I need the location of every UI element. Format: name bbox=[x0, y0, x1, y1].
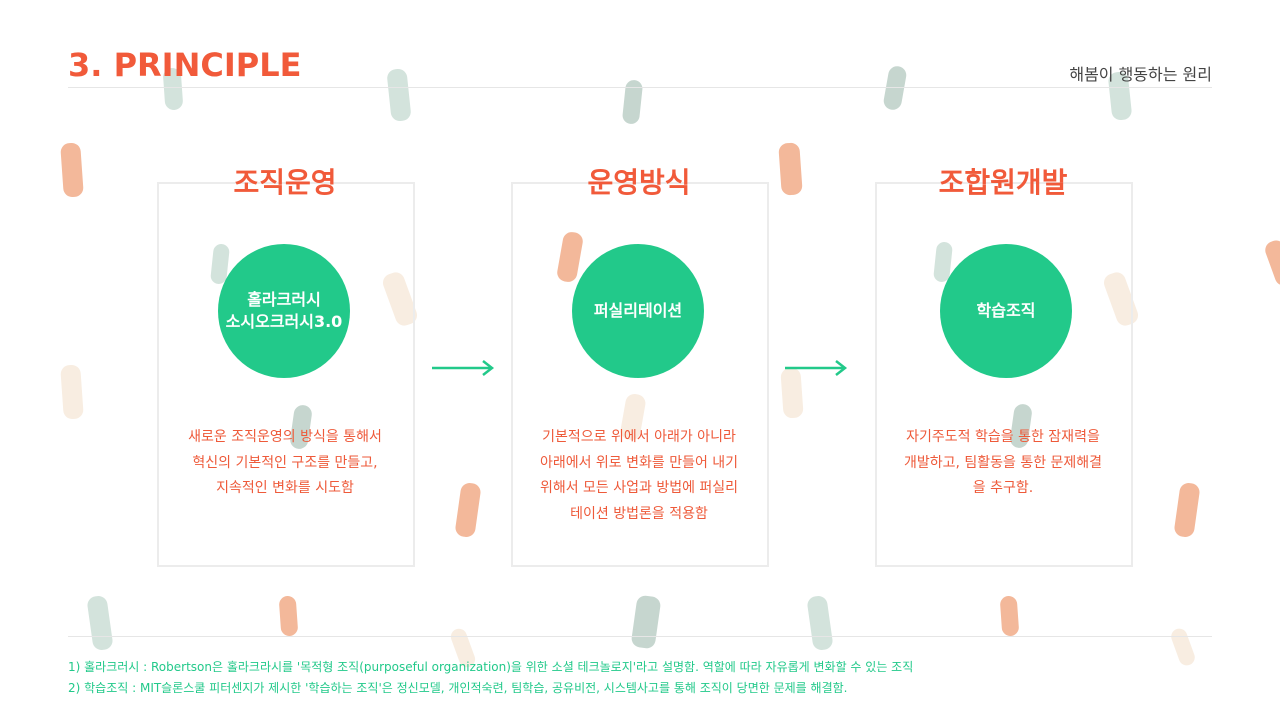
right-arrow-icon bbox=[785, 360, 848, 376]
confetti-shape bbox=[386, 68, 412, 122]
confetti-shape bbox=[1262, 237, 1280, 289]
footnote: 2) 학습조직 : MIT슬론스쿨 피터센지가 제시한 '학습하는 조직'은 정… bbox=[68, 681, 848, 695]
card-title: 운영방식 bbox=[587, 166, 691, 199]
concept-circle: 홀라크러시 소시오크러시3.0 bbox=[218, 244, 350, 378]
page-title: 3. PRINCIPLE bbox=[68, 46, 302, 84]
confetti-shape bbox=[882, 64, 908, 112]
header-divider bbox=[68, 87, 1212, 88]
footnote: 1) 홀라크러시 : Robertson은 홀라크라시를 '목적형 조직(pur… bbox=[68, 660, 914, 674]
circle-label: 퍼실리테이션 bbox=[593, 301, 683, 320]
confetti-shape bbox=[1173, 481, 1201, 539]
confetti-shape bbox=[278, 595, 299, 637]
card-title: 조직운영 bbox=[233, 166, 337, 199]
circle-label: 학습조직 bbox=[976, 301, 1036, 320]
principle-card-operation bbox=[511, 182, 769, 567]
concept-circle: 퍼실리테이션 bbox=[572, 244, 704, 378]
footer-divider bbox=[68, 636, 1212, 637]
confetti-shape bbox=[86, 594, 114, 652]
card-description: 새로운 조직운영의 방식을 통해서 혁신의 기본적인 구조를 만들고, 지속적인… bbox=[188, 429, 382, 496]
card-description: 기본적으로 위에서 아래가 아니라 아래에서 위로 변화를 만들어 내기 위해서… bbox=[539, 429, 739, 522]
right-arrow-icon bbox=[432, 360, 495, 376]
circle-label: 홀라크러시 bbox=[247, 290, 321, 309]
circle-label: 소시오크러시3.0 bbox=[225, 312, 343, 331]
confetti-shape bbox=[999, 595, 1020, 637]
footnotes: 1) 홀라크러시 : Robertson은 홀라크라시를 '목적형 조직(pur… bbox=[68, 657, 913, 699]
confetti-shape bbox=[60, 142, 84, 198]
confetti-shape bbox=[60, 364, 84, 420]
principle-card-member-development bbox=[875, 182, 1133, 567]
confetti-shape bbox=[1168, 626, 1198, 668]
confetti-shape bbox=[630, 594, 662, 650]
confetti-shape bbox=[806, 594, 834, 652]
page-subtitle: 해봄이 행동하는 원리 bbox=[1069, 65, 1212, 84]
confetti-shape bbox=[454, 481, 482, 539]
principle-card-organization bbox=[157, 182, 415, 567]
card-description: 자기주도적 학습을 통한 잠재력을 개발하고, 팀활동을 통한 문제해결 을 추… bbox=[903, 429, 1103, 496]
concept-circle: 학습조직 bbox=[940, 244, 1072, 378]
card-title: 조합원개발 bbox=[938, 166, 1068, 199]
